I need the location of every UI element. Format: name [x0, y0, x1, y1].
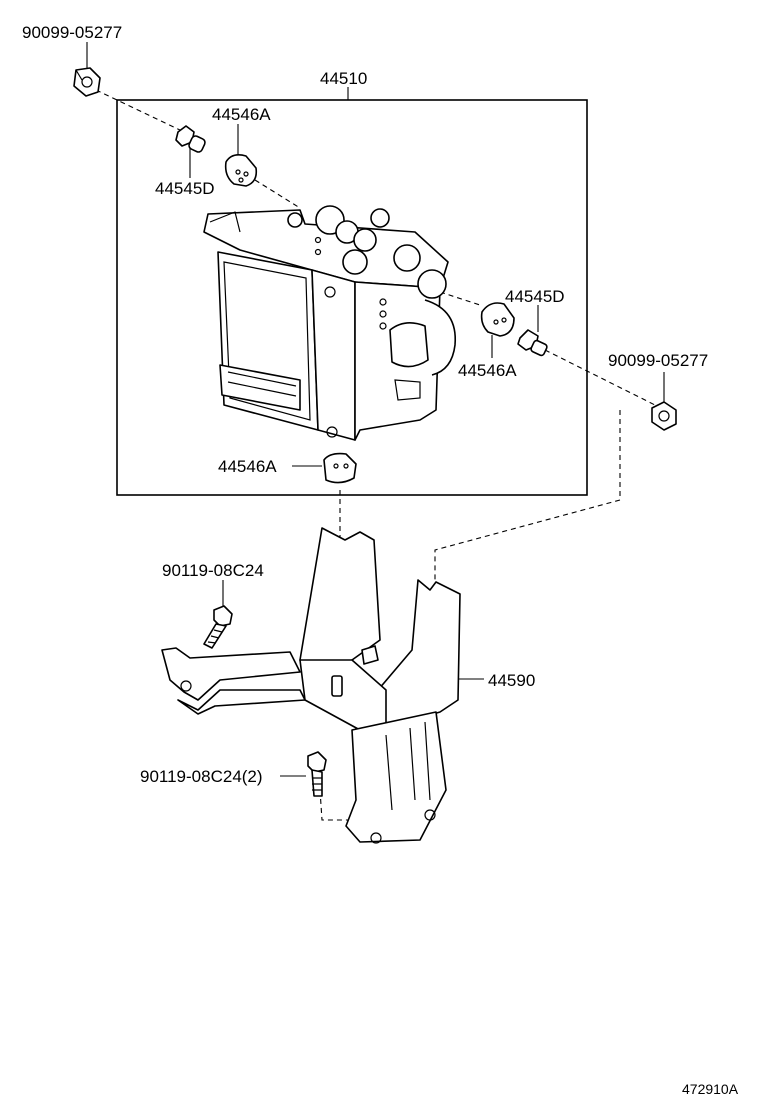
- label-nut-top-left: 90099-05277: [22, 23, 122, 42]
- diagram-code: 472910A: [682, 1081, 739, 1097]
- label-cushion-bottom: 44546A: [218, 457, 277, 476]
- cushion-top-icon: [224, 154, 258, 187]
- label-bolt-right: 44545D: [505, 287, 565, 306]
- cushion-right-icon: [480, 302, 515, 337]
- cushion-bottom-icon: [323, 452, 357, 484]
- label-bracket-bolt: 90119-08C24: [162, 561, 264, 580]
- abs-actuator-icon: [203, 205, 457, 441]
- assembly-frame: [116, 99, 588, 496]
- label-bolt-top: 44545D: [155, 179, 215, 198]
- bolt-top-icon: [175, 125, 206, 153]
- bracket-bolt-upper-icon: [203, 605, 233, 649]
- label-cushion-right: 44546A: [458, 361, 517, 380]
- nut-top-left-icon: [73, 67, 101, 97]
- label-nut-right: 90099-05277: [608, 351, 708, 370]
- label-cushion-top: 44546A: [212, 105, 271, 124]
- label-bracket: 44590: [488, 671, 535, 690]
- bolt-right-icon: [517, 329, 548, 357]
- nut-right-icon: [651, 401, 677, 431]
- label-assembly: 44510: [320, 69, 367, 88]
- bracket-bolt-lower-icon: [307, 751, 327, 797]
- bracket-icon: [161, 527, 461, 844]
- label-bracket-bolt-lower: 90119-08C24(2): [140, 767, 263, 786]
